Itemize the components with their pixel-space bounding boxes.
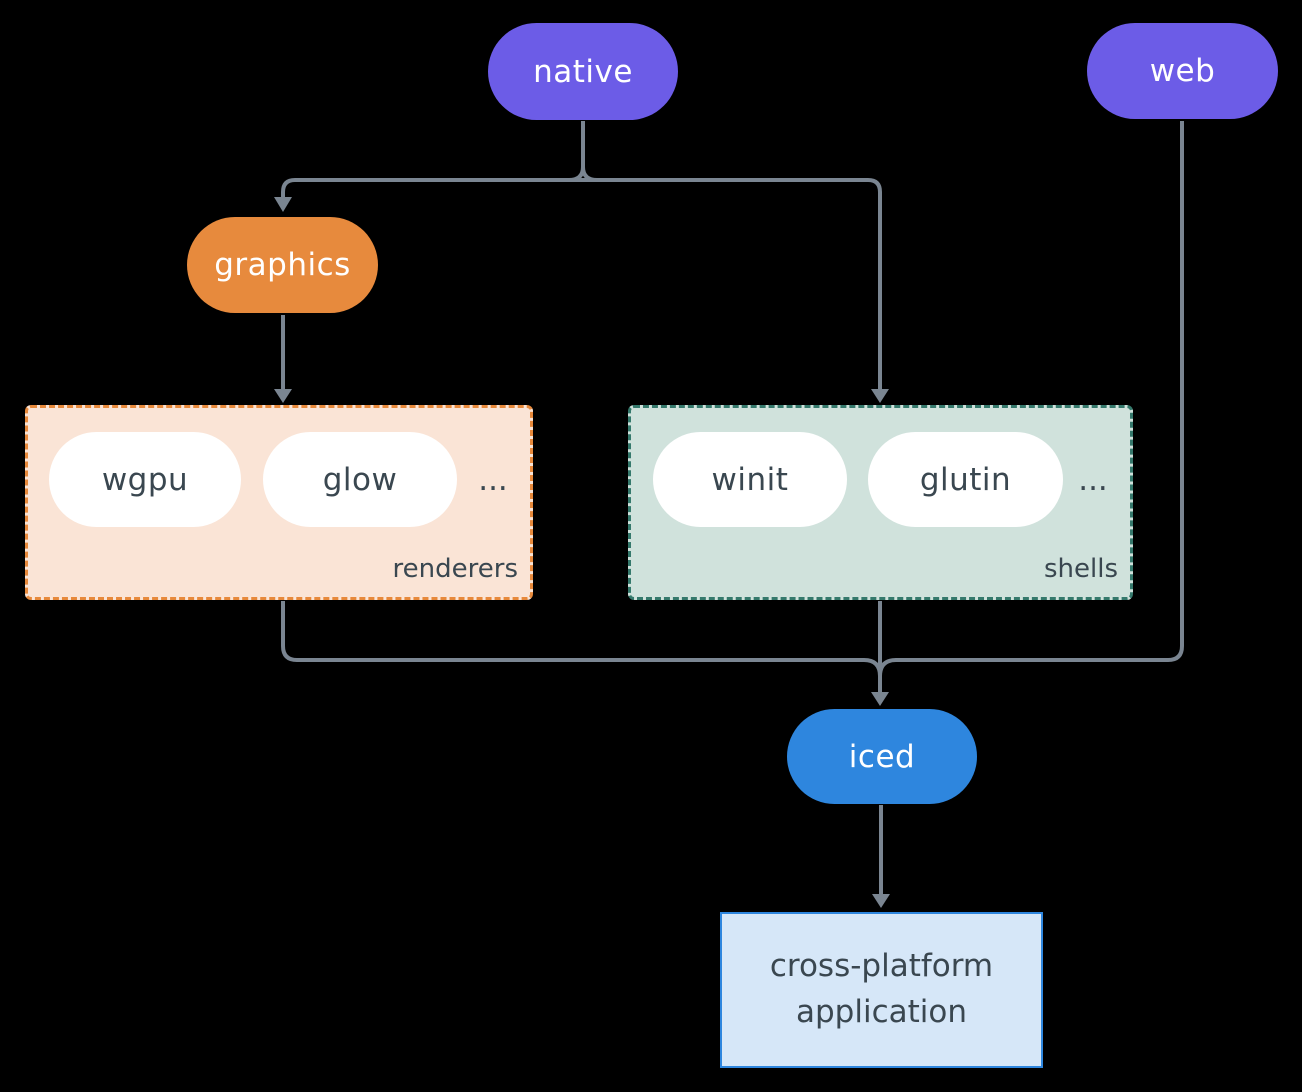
node-graphics: graphics <box>187 217 378 313</box>
node-web: web <box>1087 23 1278 119</box>
arrowhead-into-iced <box>871 692 889 706</box>
node-graphics-label: graphics <box>214 247 351 283</box>
node-wgpu-label: wgpu <box>101 461 189 498</box>
node-iced-label: iced <box>848 738 916 775</box>
node-wgpu: wgpu <box>49 432 241 527</box>
renderers-group-label: renderers <box>392 554 518 584</box>
node-web-label: web <box>1149 53 1216 89</box>
arrowhead-into-application <box>872 894 890 908</box>
arrowhead-into-shells <box>871 389 889 403</box>
edge-renderers-to-iced <box>281 601 882 677</box>
node-iced: iced <box>787 709 977 804</box>
edge-native-to-graphics <box>281 178 882 391</box>
arrowhead-into-renderers <box>274 389 292 403</box>
arrowhead-into-graphics <box>274 197 292 212</box>
shells-group-label: shells <box>1043 554 1118 584</box>
node-native-label: native <box>533 53 633 90</box>
node-application: cross-platform application <box>720 912 1043 1068</box>
application-label-line1: cross-platform <box>769 948 994 985</box>
node-winit: winit <box>653 432 847 527</box>
node-glow: glow <box>263 432 457 527</box>
edge-native-stem <box>568 121 585 182</box>
renderers-ellipsis: ... <box>478 461 508 498</box>
group-renderers: wgpu glow ... renderers <box>25 405 533 600</box>
node-glutin-label: glutin <box>919 461 1012 498</box>
node-glutin: glutin <box>868 432 1063 527</box>
node-winit-label: winit <box>711 461 789 498</box>
application-label-line2: application <box>796 994 967 1030</box>
shells-ellipsis: ... <box>1078 461 1108 498</box>
node-glow-label: glow <box>322 461 398 498</box>
group-shells: winit glutin ... shells <box>628 405 1133 600</box>
node-native: native <box>488 23 678 120</box>
